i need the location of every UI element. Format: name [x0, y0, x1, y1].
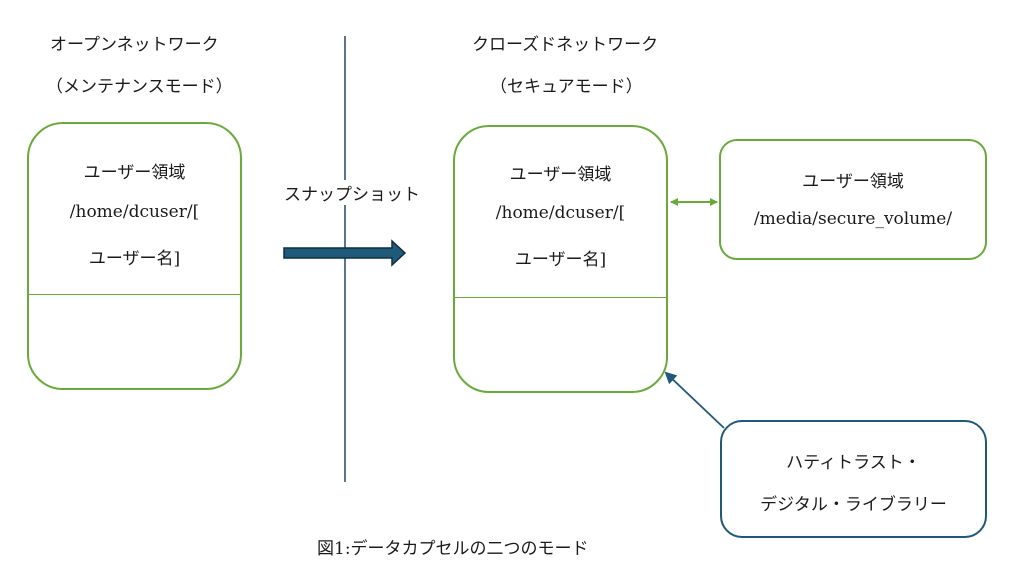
closed-network-subtitle: （セキュアモード） [490, 77, 643, 97]
open-user-area-box: ユーザー領域 /home/dcuser/[ ユーザー名] [27, 122, 242, 390]
hathitrust-library-box: ハティトラスト・ デジタル・ライブラリー [720, 420, 987, 538]
secure-volume-box: ユーザー領域 /media/secure_volume/ [719, 139, 987, 260]
open-user-area-path: /home/dcuser/[ [69, 202, 200, 222]
open-network-subtitle: （メンテナンスモード） [46, 77, 233, 97]
closed-user-area-label: ユーザー領域 [509, 165, 612, 185]
snapshot-label: スナップショット [284, 180, 420, 205]
open-user-area-label: ユーザー領域 [83, 163, 186, 183]
open-user-area-username: ユーザー名] [88, 249, 181, 269]
library-line-2: デジタル・ライブラリー [760, 495, 947, 515]
closed-user-area-box: ユーザー領域 /home/dcuser/[ ユーザー名] [453, 125, 668, 393]
closed-box-divider [455, 297, 666, 298]
library-line-1: ハティトラスト・ [786, 453, 921, 473]
closed-user-area-path: /home/dcuser/[ [495, 203, 626, 223]
secure-volume-path: /media/secure_volume/ [753, 209, 953, 229]
secure-volume-label: ユーザー領域 [802, 172, 904, 192]
closed-user-area-username: ユーザー名] [514, 250, 607, 270]
open-network-title: オープンネットワーク [50, 35, 219, 55]
library-connector [664, 371, 725, 429]
figure-caption: 図1:データカプセルの二つのモード [317, 539, 589, 559]
snapshot-arrow [283, 239, 407, 267]
open-box-divider [29, 294, 240, 295]
closed-network-title: クローズドネットワーク [472, 35, 659, 55]
